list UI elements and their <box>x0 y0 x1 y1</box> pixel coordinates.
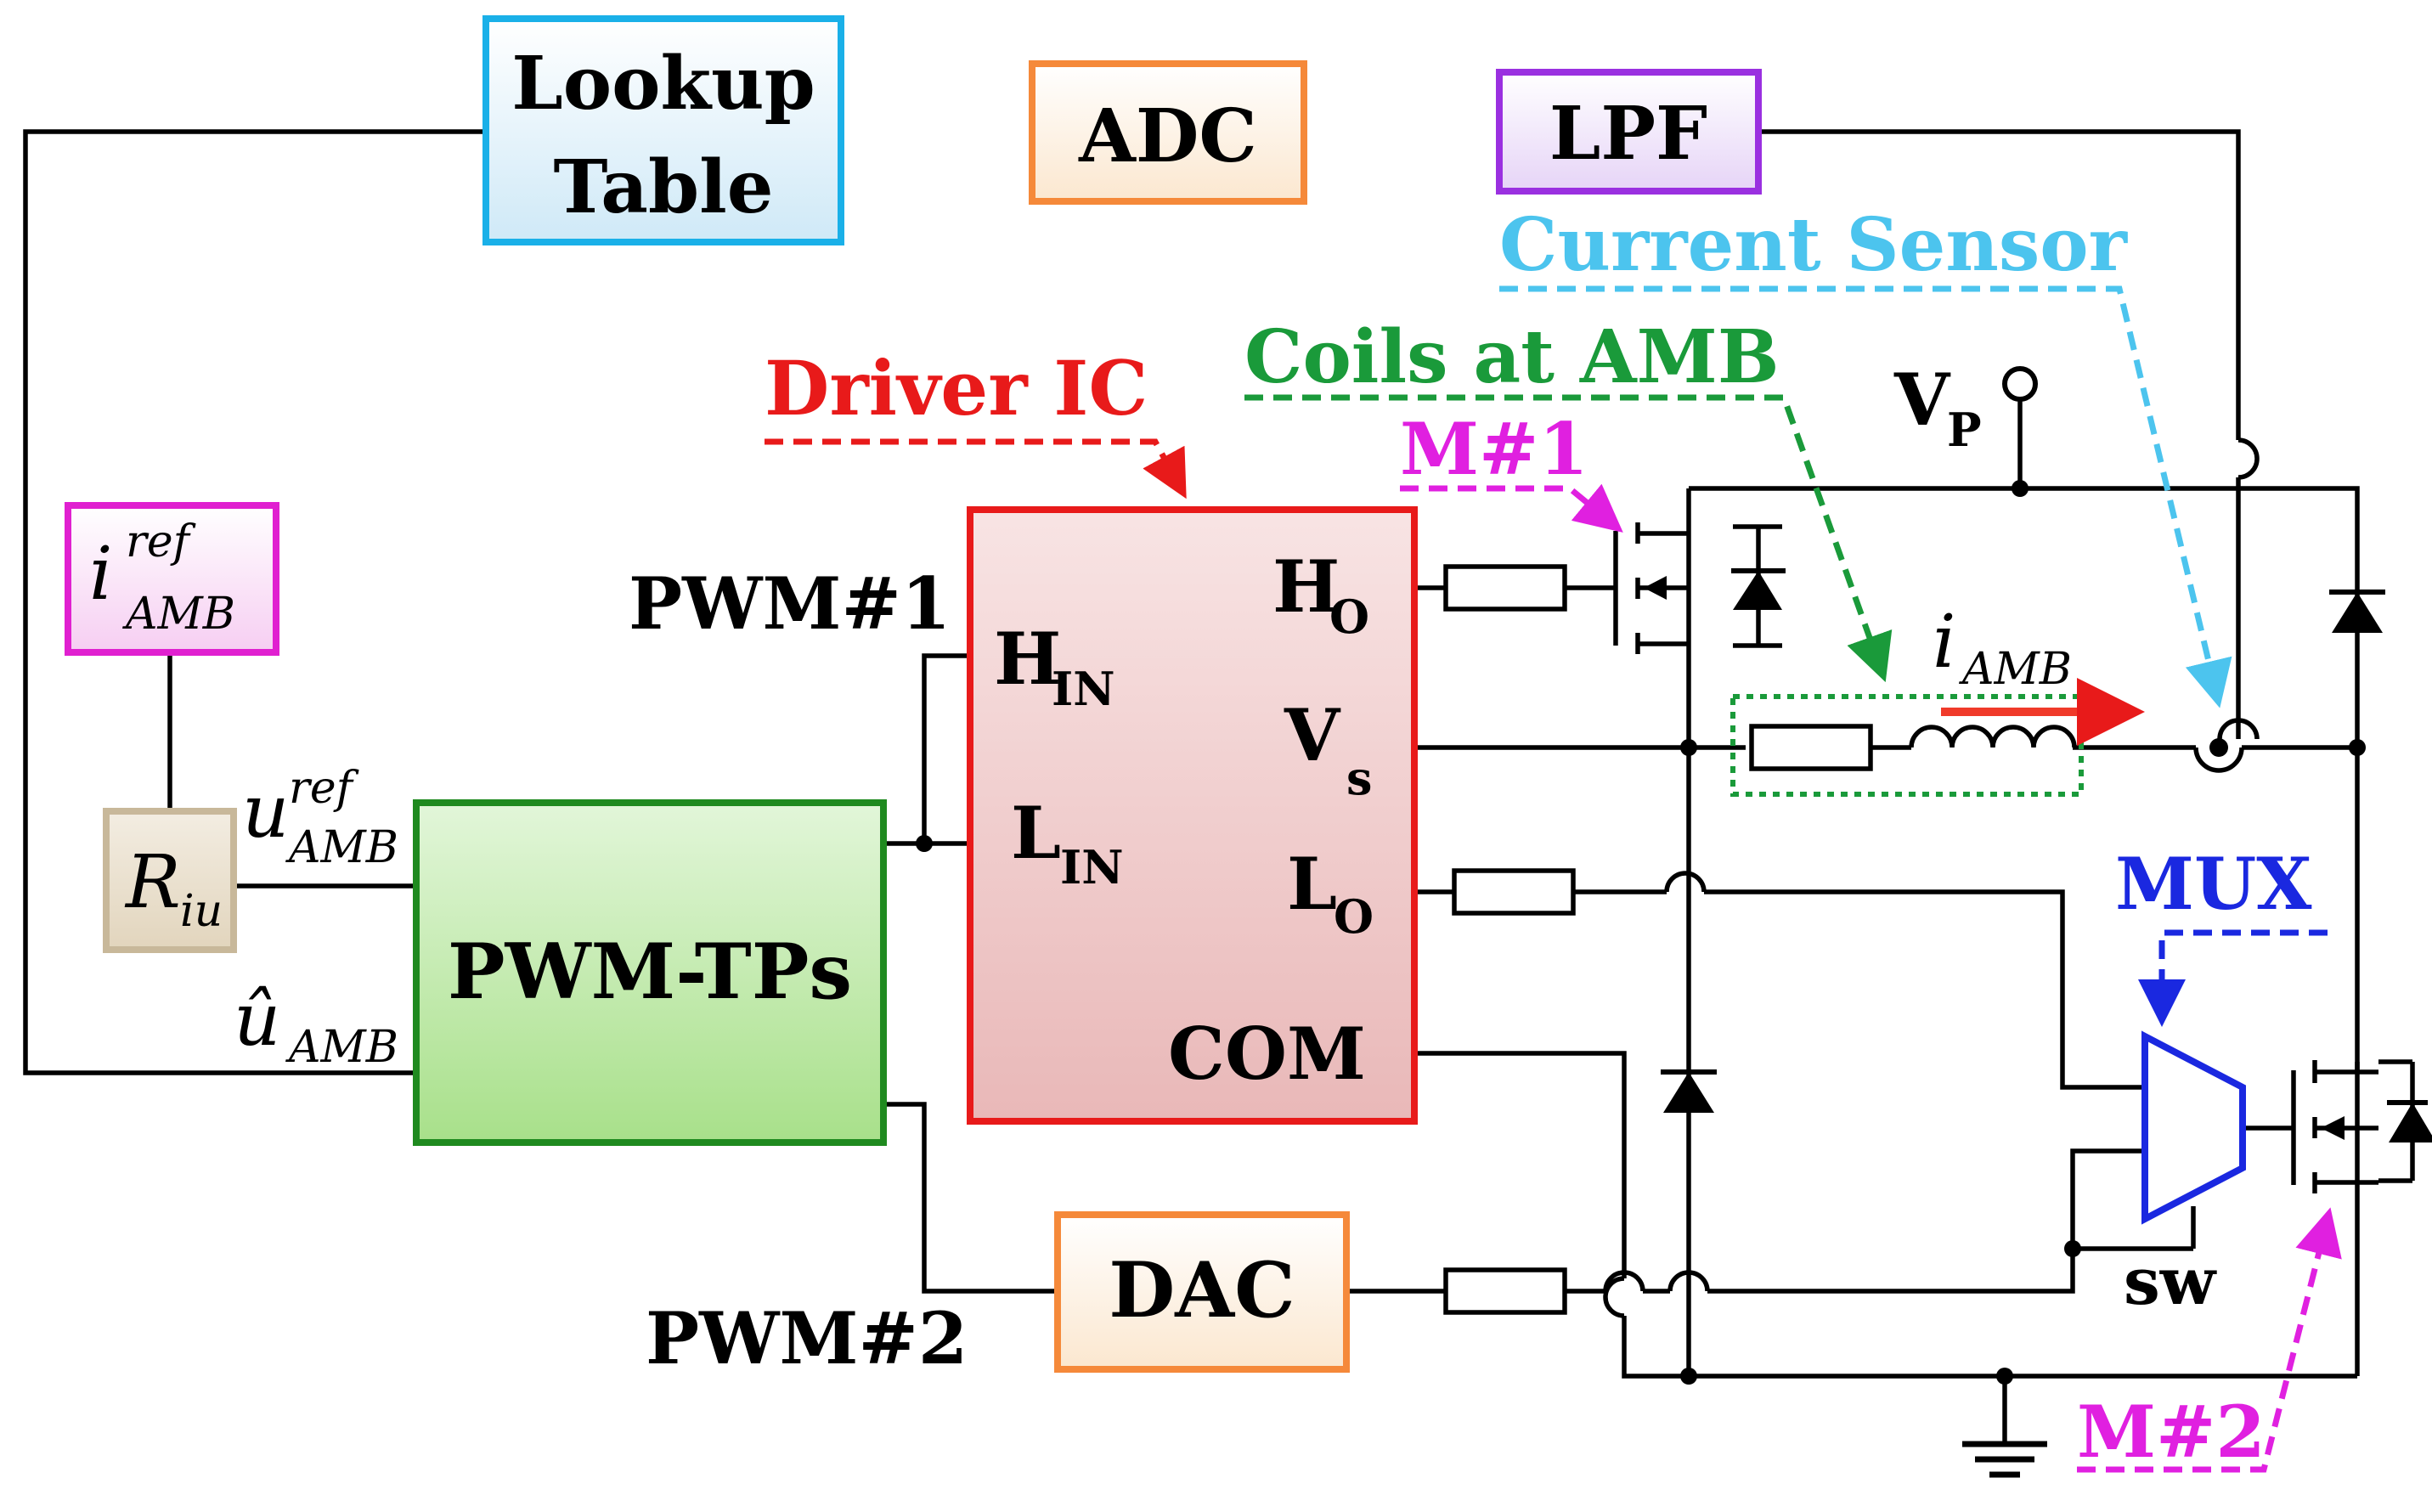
driver-ic-label: Driver IC <box>765 344 1148 432</box>
dac-block: DAC <box>1054 1211 1350 1373</box>
mosfet-m2-symbol <box>2243 1060 2378 1193</box>
lo-sub: O <box>1334 889 1374 944</box>
riu-main: R <box>124 840 181 925</box>
iref-sup: ref <box>126 516 196 567</box>
pwm-tps-label: PWM-TPs <box>448 927 852 1017</box>
pwm-tps-block: PWM-TPs <box>413 799 887 1146</box>
m2-label: M#2 <box>2077 1390 2266 1474</box>
lin-main: L <box>1011 791 1061 875</box>
resistors <box>1443 564 1873 1315</box>
m1-label: M#1 <box>1400 407 1588 491</box>
adc-label: ADC <box>1078 93 1257 179</box>
lo-main: L <box>1287 842 1337 926</box>
sw-label: sw <box>2124 1244 2217 1319</box>
vp-main: V <box>1893 358 1951 442</box>
vp-terminal <box>2002 366 2038 402</box>
lookup-table-block: Lookup Table <box>482 15 844 245</box>
lookup-label-line1: Lookup <box>511 41 815 127</box>
lpf-block: LPF <box>1496 69 1762 195</box>
driver-ic-leader <box>765 438 1187 499</box>
inductor-symbol <box>1909 725 2077 748</box>
junction-dots <box>916 480 2366 1385</box>
mux-label: MUX <box>2115 842 2312 926</box>
pwm1-label: PWM#1 <box>629 561 951 646</box>
wires <box>23 129 2360 1478</box>
coils-label: Coils at AMB <box>1244 314 1780 400</box>
riu-sub: iu <box>180 886 223 937</box>
uref-sub: AMB <box>285 822 398 873</box>
gate-resistor-lo <box>1452 868 1576 916</box>
uref-sup: ref <box>289 763 359 814</box>
coils-leader <box>1244 394 1893 683</box>
ho-main: H <box>1272 544 1340 629</box>
lookup-label-line2: Table <box>553 144 773 230</box>
hin-main: H <box>994 617 1061 701</box>
diodes <box>1661 524 2432 1183</box>
m1-leader <box>1400 483 1623 533</box>
iref-block: i ref AMB <box>65 502 279 656</box>
mux-trapezoid <box>2141 1030 2246 1225</box>
mux-leader <box>2138 929 2328 1027</box>
dac-label: DAC <box>1109 1245 1295 1335</box>
com-label: COM <box>1168 1012 1366 1096</box>
current-sensor-label: Current Sensor <box>1499 202 2129 288</box>
coil-resistor <box>1749 724 1873 771</box>
lpf-label: LPF <box>1549 91 1707 177</box>
uhat-sub: AMB <box>285 1022 398 1073</box>
gate-resistor-m1 <box>1443 564 1567 612</box>
current-sensor-leader <box>1499 285 2232 708</box>
iamb-main: i <box>1933 600 1956 685</box>
mosfet-m1-symbol <box>1613 522 1689 654</box>
vp-sub: P <box>1947 403 1982 457</box>
iref-sub: AMB <box>122 589 235 640</box>
riu-block: R iu <box>103 808 237 953</box>
pwm2-label: PWM#2 <box>646 1296 968 1380</box>
adc-block: ADC <box>1029 60 1307 205</box>
vs-main: V <box>1284 693 1341 777</box>
hin-sub: IN <box>1052 662 1115 716</box>
uref-main: u <box>242 770 289 855</box>
iref-main: i <box>89 532 113 617</box>
iamb-sub: AMB <box>1959 644 2072 695</box>
current-sensor-dot <box>2209 738 2228 757</box>
ho-sub: O <box>1329 590 1369 644</box>
m2-leader <box>2077 1207 2342 1473</box>
uhat-main: û <box>234 978 280 1063</box>
lin-sub: IN <box>1060 840 1124 894</box>
driver-ic-block: H IN L IN H O V s L O COM <box>967 506 1418 1125</box>
dac-resistor <box>1443 1267 1567 1315</box>
vs-sub: s <box>1346 751 1372 805</box>
